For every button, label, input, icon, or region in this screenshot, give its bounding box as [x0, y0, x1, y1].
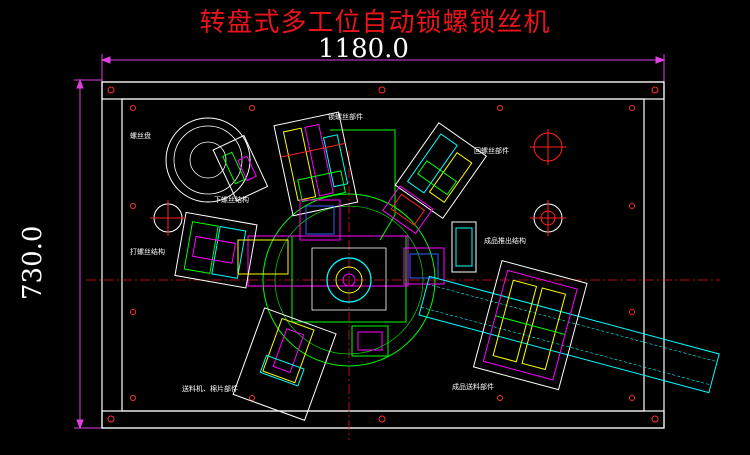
return-screw-assembly — [382, 122, 488, 235]
mounting-holes — [107, 86, 659, 423]
height-dimension: 730.0 — [18, 225, 48, 300]
dimension-lines — [74, 54, 666, 430]
turntable — [247, 129, 436, 367]
machine-frame — [101, 81, 665, 429]
width-dimension: 1180.0 — [318, 34, 409, 64]
label-product-output-assembly: 成品送料部件 — [452, 383, 494, 391]
label-lower-screw-mechanism: 下螺丝结构 — [214, 196, 249, 204]
label-product-output-mechanism: 成品推出结构 — [484, 237, 526, 245]
product-output-conveyor — [418, 260, 720, 394]
label-feeding-assembly: 送料机、棉片部件 — [182, 385, 238, 393]
label-return-assembly: 回螺丝部件 — [474, 147, 509, 155]
screw-plate-assembly — [165, 117, 269, 203]
drawing-title: 转盘式多工位自动锁螺锁丝机 — [199, 8, 551, 38]
product-output-mechanism — [403, 221, 477, 285]
take-screw-assembly — [174, 211, 289, 289]
label-take-screw-mechanism: 打螺丝结构 — [130, 248, 165, 256]
lock-screw-assembly — [273, 111, 359, 241]
center-lines — [86, 150, 720, 440]
feeding-assembly — [232, 307, 389, 421]
right-locating-circles — [150, 129, 566, 236]
label-lock-screw-assembly: 锁螺丝部件 — [328, 113, 363, 121]
label-screw-plate: 螺丝盘 — [130, 132, 151, 140]
